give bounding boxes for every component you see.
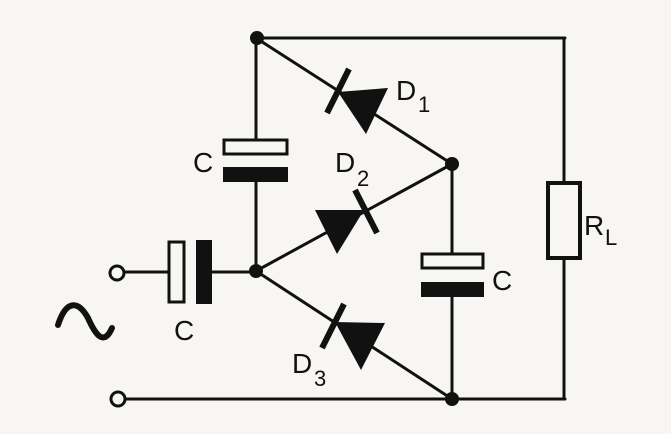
diode-d2-cathode-bar [352, 188, 380, 235]
ac-source-symbol [55, 302, 115, 341]
label-capacitor-top: C [193, 147, 213, 178]
diode-d3-cathode-bar [319, 302, 347, 350]
capacitor-right-plate-open [420, 252, 485, 270]
label-capacitor-input: C [174, 315, 194, 346]
input-terminal-bottom [109, 390, 127, 408]
label-rl-subscript: L [605, 225, 617, 250]
capacitor-top-plate-solid [223, 167, 288, 182]
capacitor-input-plate-solid [196, 240, 212, 304]
junction-dot [250, 31, 264, 45]
label-d1-subscript: 1 [418, 92, 430, 117]
junction-dot [249, 264, 263, 278]
resistor-load [546, 181, 582, 260]
capacitor-input-plate-open [167, 240, 186, 304]
label-rl: R [584, 210, 604, 241]
capacitor-top-plate-open [222, 138, 289, 156]
junction-dot [445, 157, 459, 171]
diode-d3-body [335, 322, 385, 370]
label-d3-subscript: 3 [314, 366, 326, 391]
diode-d2-body [315, 210, 364, 254]
junction-dot [445, 392, 459, 406]
capacitor-right-plate-solid [421, 282, 484, 297]
label-d1: D [396, 75, 416, 106]
label-capacitor-right: C [492, 265, 512, 296]
diode-d1-cathode-bar [324, 67, 352, 115]
input-terminal-top [108, 264, 126, 282]
label-d3: D [292, 348, 312, 379]
label-d2-subscript: 2 [357, 166, 369, 191]
diode-d1-body [338, 88, 388, 134]
label-d2: D [335, 147, 355, 178]
